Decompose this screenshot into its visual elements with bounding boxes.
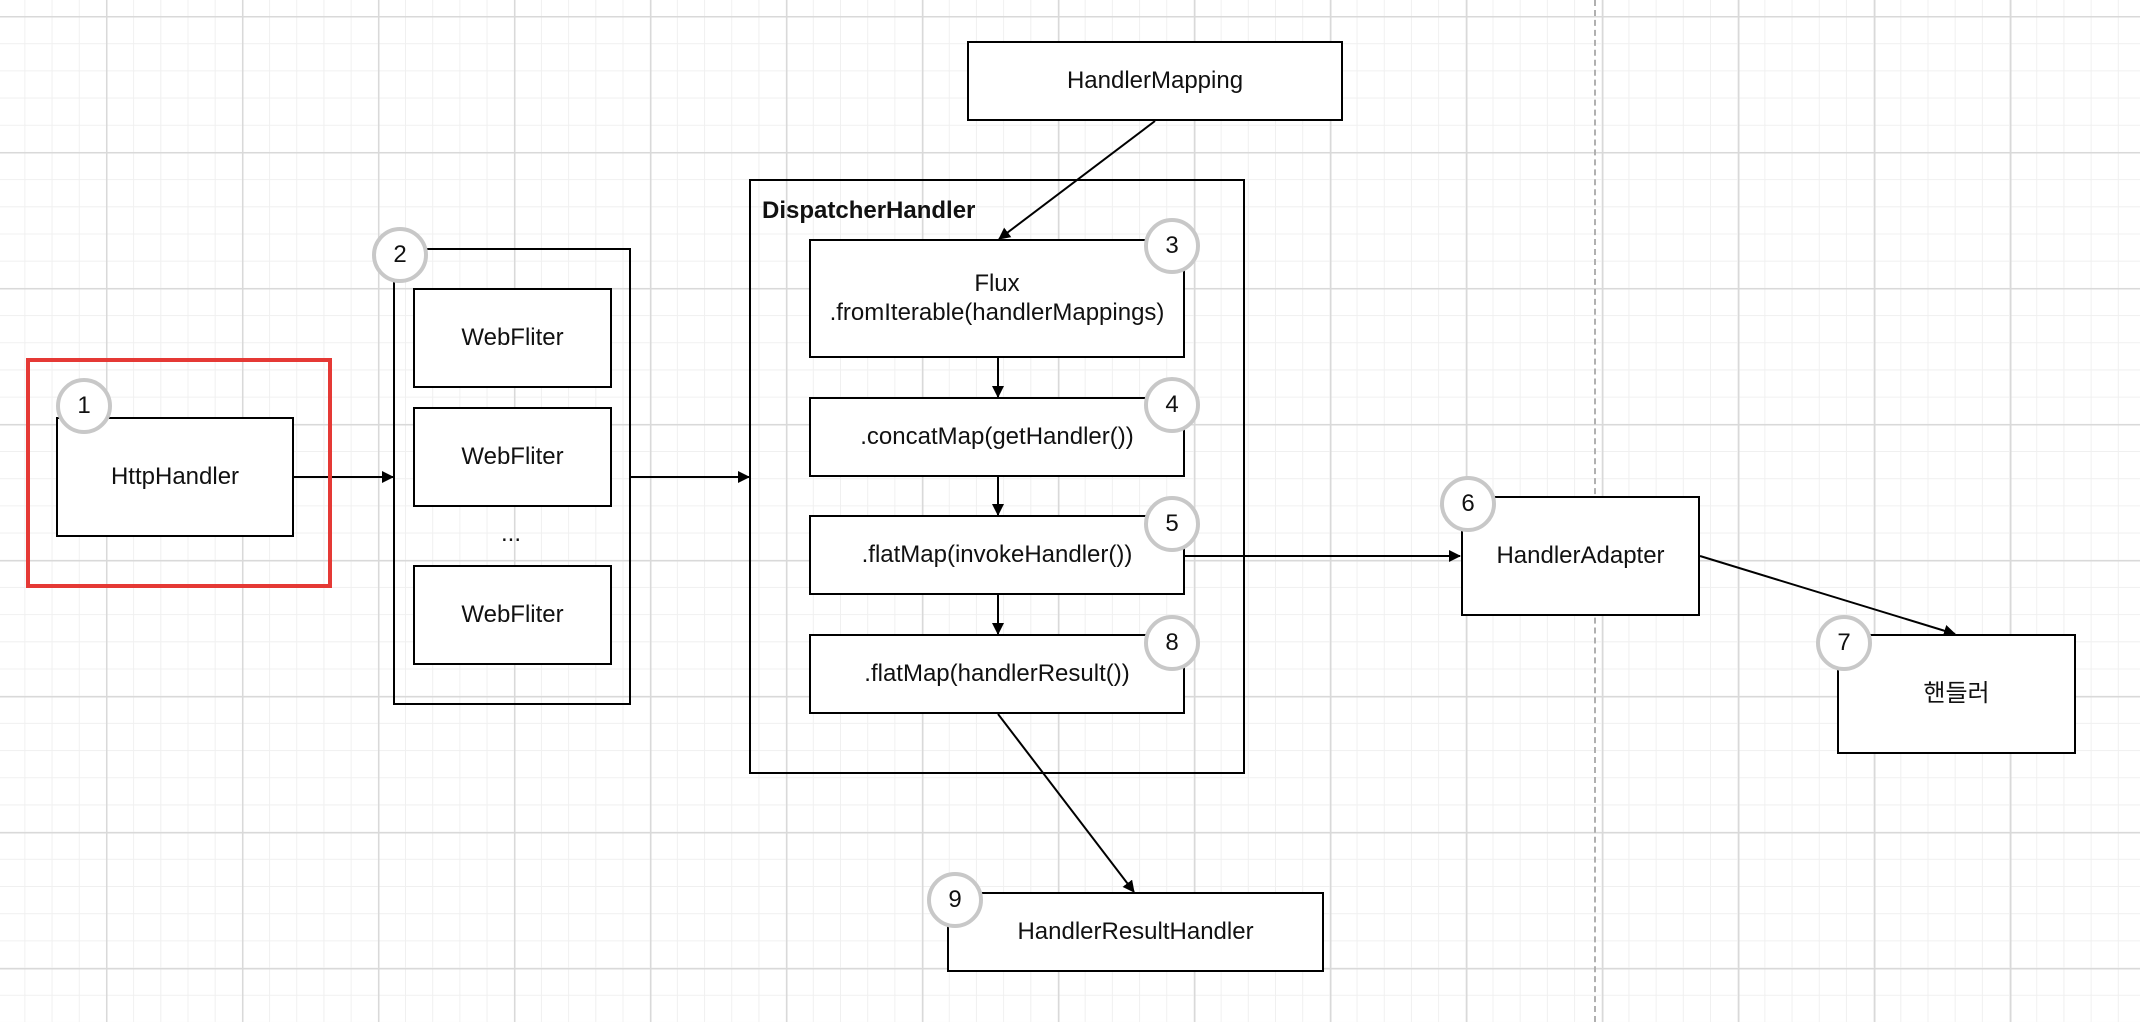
step-flux-label-line2: .fromIterable(handlerMappings) [829,298,1165,326]
badge-9: 9 [927,872,983,928]
arrow-step8-to-resulthandler [997,713,1135,893]
step-flux-fromiterable: Flux .fromIterable(handlerMappings) [809,239,1185,358]
webfilter-item-label: WebFliter [461,323,564,351]
badge-3: 3 [1144,218,1200,274]
httphandler-label: HttpHandler [110,462,240,490]
httphandler-highlight [26,358,332,588]
webfilter-item-1: WebFliter [413,288,612,388]
handler-label: 핸들러 [1923,679,1990,707]
webfilter-item-2: WebFliter [413,407,612,507]
webfilter-container [393,248,631,705]
step-concatmap-label: .concatMap(getHandler()) [860,422,1134,450]
step-flatmap-invokehandler: .flatMap(invokeHandler()) [809,515,1185,595]
httphandler-box: HttpHandler [56,417,294,537]
step-handlerresult-label: .flatMap(handlerResult()) [864,659,1130,687]
badge-2: 2 [372,227,428,283]
dispatcherhandler-title: DispatcherHandler [762,197,976,224]
handleradapter-label: HandlerAdapter [1496,541,1665,569]
dispatcherhandler-container [749,179,1245,774]
webfilter-item-3: WebFliter [413,565,612,665]
handlermapping-box: HandlerMapping [967,41,1343,121]
badge-1: 1 [56,378,112,434]
handleradapter-box: HandlerAdapter [1461,496,1700,616]
arrow-handleradapter-to-handler [1699,555,1956,637]
webfilter-item-label: WebFliter [461,442,564,470]
handler-box: 핸들러 [1837,634,2076,754]
badge-4: 4 [1144,377,1200,433]
handlermapping-label: HandlerMapping [1066,66,1244,94]
badge-8: 8 [1144,615,1200,671]
step-flux-label-line1: Flux [974,269,1020,297]
handlerresulthandler-label: HandlerResultHandler [1017,917,1254,945]
step-concatmap: .concatMap(getHandler()) [809,397,1185,477]
badge-6: 6 [1440,476,1496,532]
step-invokehandler-label: .flatMap(invokeHandler()) [861,540,1133,568]
step-flatmap-handlerresult: .flatMap(handlerResult()) [809,634,1185,714]
webfilter-item-label: WebFliter [461,600,564,628]
badge-5: 5 [1144,496,1200,552]
webfilter-ellipsis: ... [501,520,522,547]
badge-7: 7 [1816,615,1872,671]
handlerresulthandler-box: HandlerResultHandler [947,892,1324,972]
